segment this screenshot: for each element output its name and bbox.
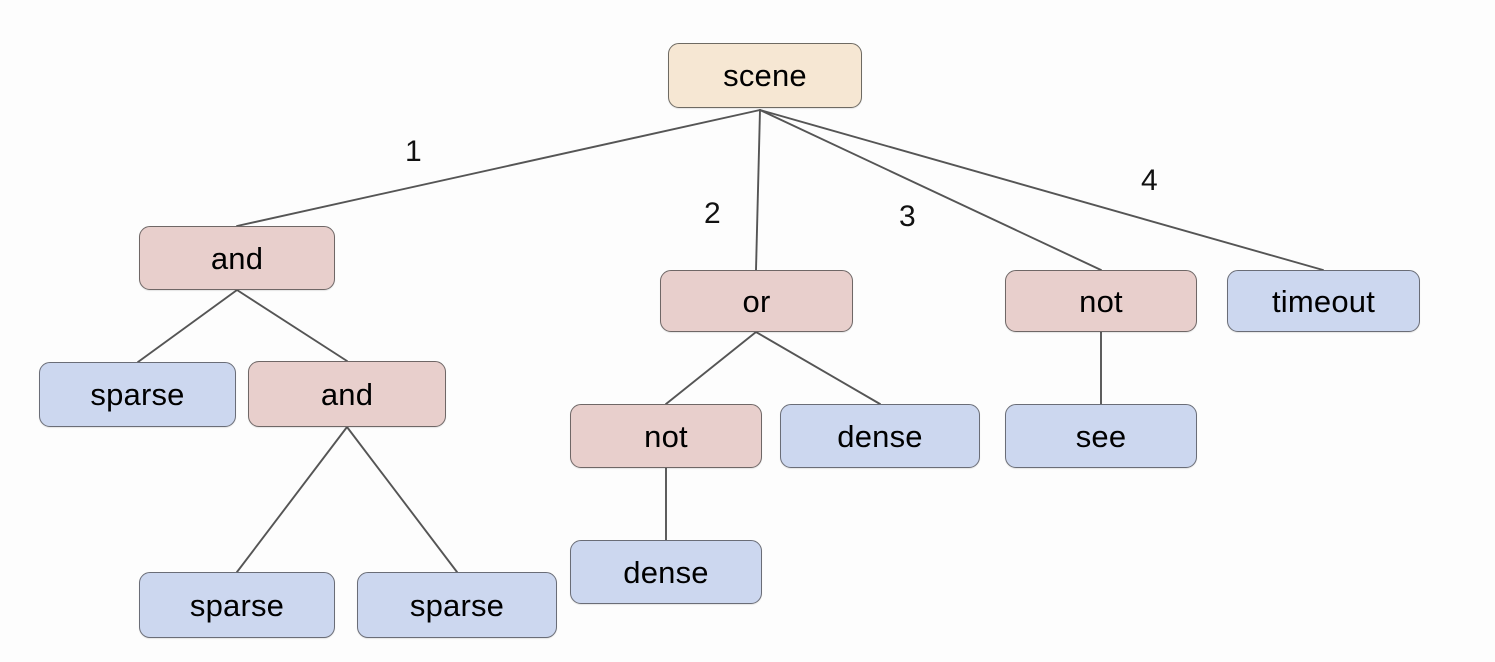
tree-edge-and2-to-sparse3 — [346, 426, 458, 573]
tree-edge-or1-to-dense2 — [755, 331, 881, 405]
tree-edge-and1-to-sparse1 — [137, 289, 238, 363]
edge-label-4: 4 — [1141, 164, 1158, 197]
tree-edge-scene-to-and1 — [236, 109, 761, 227]
tree-node-scene[interactable]: scene — [668, 43, 862, 108]
tree-node-and1[interactable]: and — [139, 226, 335, 290]
tree-edge-scene-to-or1 — [755, 109, 761, 271]
tree-node-not1[interactable]: not — [570, 404, 762, 468]
tree-node-not2[interactable]: not — [1005, 270, 1197, 332]
tree-node-label: scene — [723, 58, 807, 93]
tree-node-label: dense — [837, 418, 923, 454]
tree-node-label: and — [210, 240, 264, 276]
tree-node-see1[interactable]: see — [1005, 404, 1197, 468]
tree-node-sparse2[interactable]: sparse — [139, 572, 335, 638]
tree-node-label: sparse — [90, 377, 185, 412]
tree-node-timeout1[interactable]: timeout — [1227, 270, 1420, 332]
tree-edge-and2-to-sparse2 — [236, 426, 348, 573]
tree-edge-scene-to-timeout1 — [759, 109, 1324, 271]
tree-node-label: and — [320, 376, 374, 412]
tree-node-label: dense — [623, 554, 709, 590]
tree-node-label: sparse — [409, 587, 505, 623]
edge-label-1: 1 — [405, 135, 422, 168]
tree-node-label: see — [1075, 418, 1127, 454]
tree-edge-scene-to-not2 — [759, 109, 1102, 271]
tree-node-sparse3[interactable]: sparse — [357, 572, 557, 638]
tree-edge-or1-to-not1 — [665, 331, 757, 405]
tree-node-label: not — [1079, 283, 1123, 319]
tree-node-or1[interactable]: or — [660, 270, 853, 332]
tree-edge-and1-to-and2 — [236, 289, 348, 362]
tree-node-sparse1[interactable]: sparse — [39, 362, 236, 427]
tree-node-label: sparse — [189, 587, 285, 623]
tree-node-and2[interactable]: and — [248, 361, 446, 427]
tree-node-dense2[interactable]: dense — [780, 404, 980, 468]
tree-node-dense1[interactable]: dense — [570, 540, 762, 604]
tree-node-label: or — [742, 283, 771, 319]
edge-label-3: 3 — [899, 200, 916, 233]
edge-label-2: 2 — [704, 197, 721, 230]
tree-node-label: timeout — [1271, 283, 1376, 319]
tree-node-label: not — [644, 418, 688, 454]
